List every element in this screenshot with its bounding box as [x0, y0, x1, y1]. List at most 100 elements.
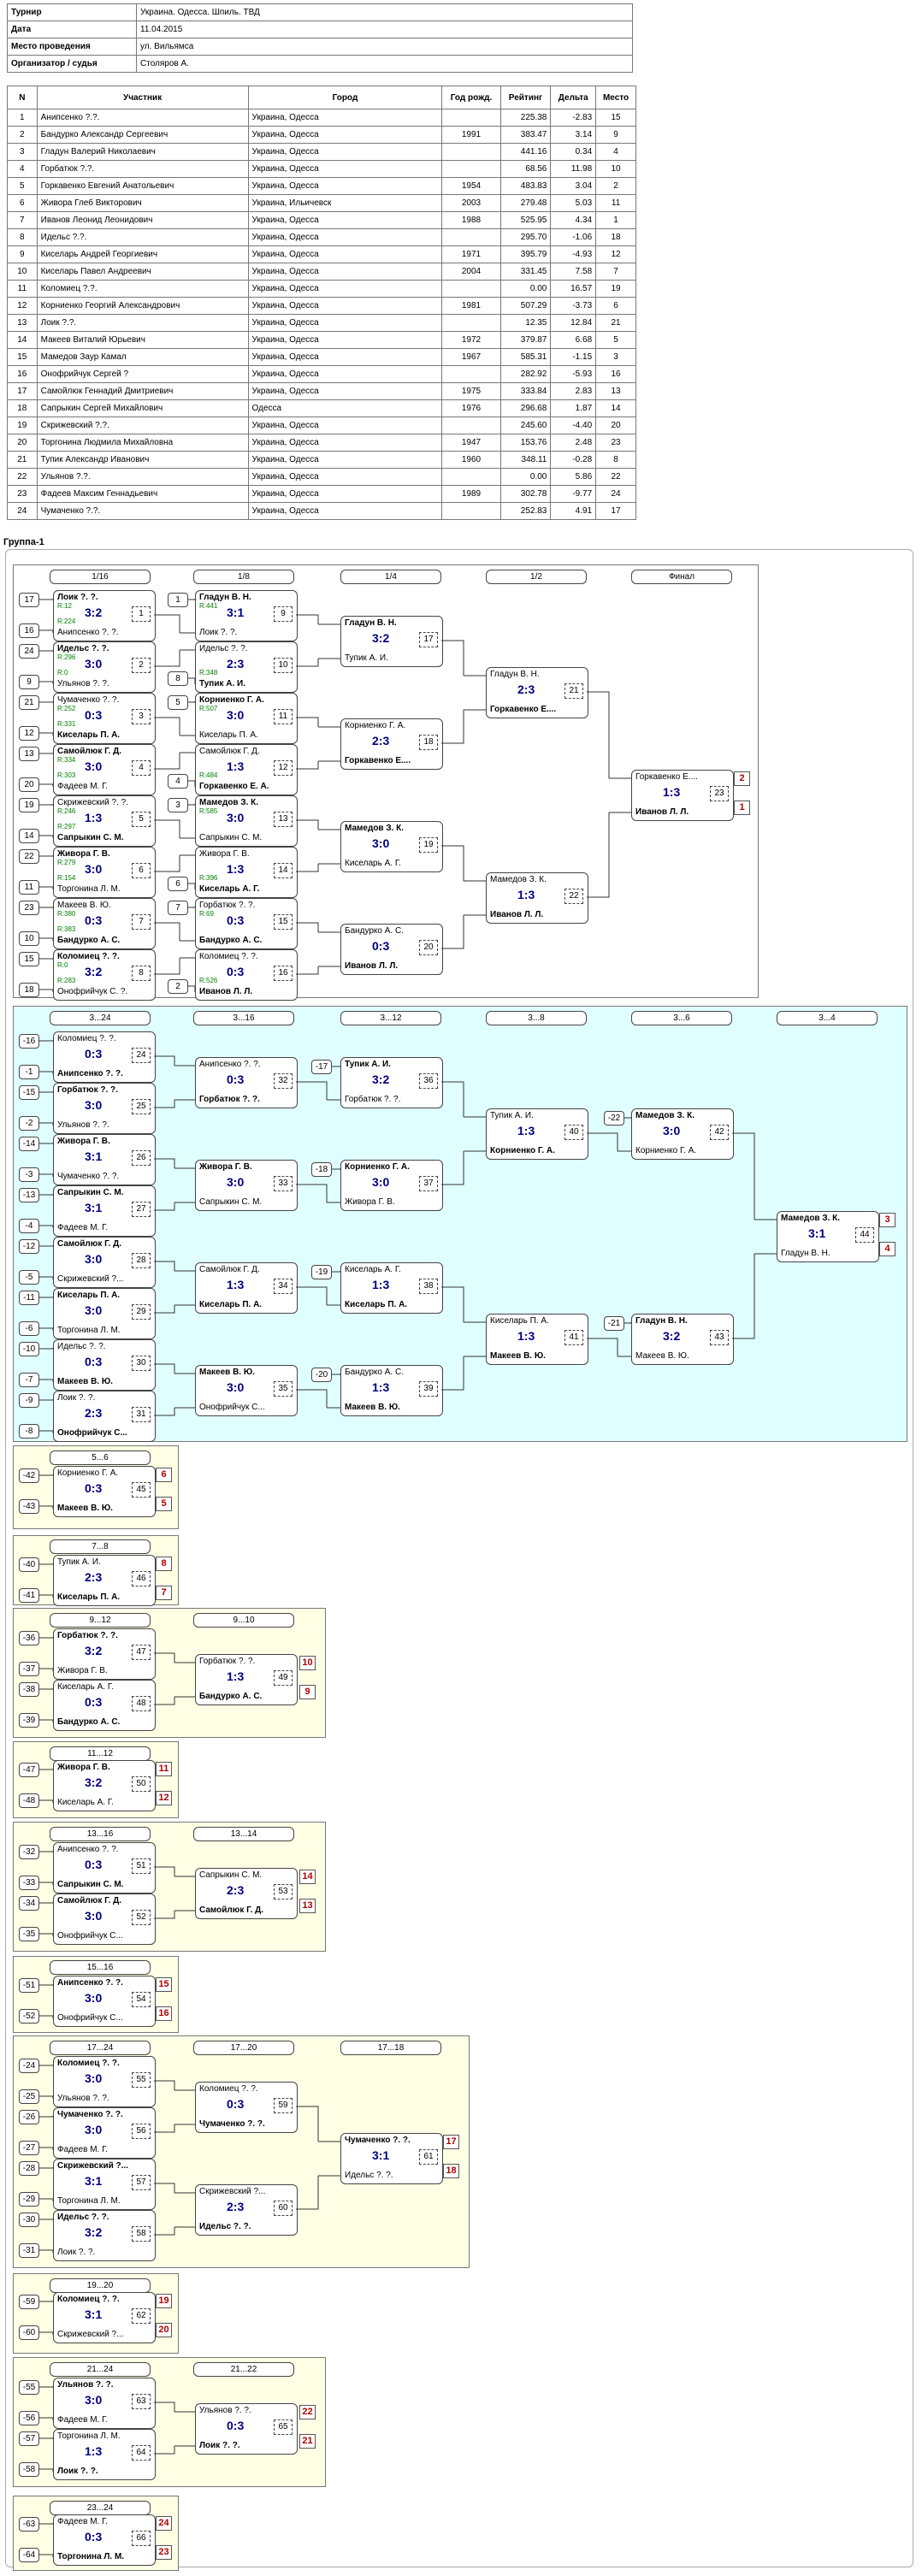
- info-value: Украина. Одесса. Шпиль. ТВД: [136, 3, 633, 21]
- player-cell: 282.92: [499, 365, 552, 383]
- match-player2: Киселарь П. А.: [57, 730, 121, 740]
- match-player1: Киселарь А. Г.: [345, 1265, 401, 1274]
- column-header: Дельта: [550, 86, 597, 109]
- match-player2: Иванов Л. Л.: [635, 807, 689, 817]
- player-cell: Украина, Одесса: [247, 211, 443, 229]
- match-number: 36: [419, 1073, 438, 1089]
- place-badge: 1: [734, 801, 750, 815]
- match-score: 3:2: [85, 1775, 103, 1789]
- match-score: 3:1: [372, 2148, 390, 2162]
- player-cell: 525.95: [499, 211, 552, 229]
- match-player1: Идельс ?. ?.: [57, 1342, 106, 1351]
- match-player2: Сапрыкин С. М.: [199, 1197, 263, 1207]
- player-cell: 1967: [441, 348, 501, 366]
- match-score: 1:3: [227, 1278, 245, 1291]
- seed-box: -9: [19, 1393, 39, 1408]
- seed-box: -38: [19, 1682, 39, 1697]
- match-player1: Анипсенко ?. ?.: [57, 1845, 119, 1854]
- match-player2: Ульянов ?. ?.: [57, 2094, 109, 2103]
- seed-box: -12: [19, 1239, 39, 1254]
- match-player2: Корниенко Г. А.: [635, 1146, 697, 1155]
- match-player2: Гладун В. Н.: [781, 1249, 830, 1258]
- round-label: 3...6: [631, 1011, 732, 1025]
- match-player1: Живора Г. В.: [57, 1137, 110, 1146]
- match-number: 32: [274, 1073, 293, 1089]
- place-badge: 2: [734, 771, 750, 786]
- match-score: 3:1: [85, 2307, 103, 2321]
- player-cell: Горкавенко Евгений Анатольевич: [36, 177, 249, 195]
- match-player1: Коломиец ?. ?.: [57, 2059, 120, 2068]
- match-number: 58: [132, 2226, 151, 2242]
- match-number: 38: [419, 1279, 438, 1294]
- match-player2: Иванов Л. Л.: [490, 910, 544, 919]
- match-score: 0:3: [227, 965, 245, 978]
- player-cell: 507.29: [499, 297, 552, 315]
- rating-label: R:0: [57, 961, 68, 969]
- match-number: 54: [132, 1992, 151, 2007]
- rating-label: R:283: [57, 977, 76, 984]
- player-cell: 2.48: [550, 434, 597, 452]
- player-cell: Сапрыкин Сергей Михайлович: [36, 399, 249, 417]
- player-cell: 24: [7, 502, 38, 520]
- match-score: 3:0: [85, 1303, 103, 1317]
- player-cell: Торгонина Людмила Михайловна: [36, 434, 249, 452]
- seed-box: -56: [19, 2411, 39, 2425]
- match-player1: Ульянов ?. ?.: [199, 2406, 251, 2415]
- match-number: 22: [564, 889, 583, 904]
- player-cell: Скрижевский ?.?.: [36, 417, 249, 434]
- rating-label: R:383: [57, 925, 76, 933]
- info-key: Организатор / судья: [7, 55, 137, 73]
- match-player2: Ульянов ?. ?.: [57, 679, 109, 688]
- match-player2: Анипсенко ?. ?.: [57, 1069, 123, 1078]
- match-player2: Лоик ?. ?.: [199, 628, 238, 637]
- match-number: 23: [710, 786, 729, 801]
- match-number: 42: [710, 1125, 729, 1140]
- match-number: 55: [132, 2072, 151, 2088]
- match-number: 26: [132, 1150, 151, 1166]
- match-player2: Фадеев М. Г.: [57, 2415, 109, 2425]
- player-cell: Гладун Валерий Николаевич: [36, 143, 249, 161]
- match-score: 3:2: [372, 1072, 390, 1086]
- match-score: 1:3: [227, 862, 245, 876]
- match-score: 0:3: [227, 2097, 245, 2111]
- player-cell: 4.91: [550, 502, 597, 520]
- player-cell: Киселарь Андрей Георгиевич: [36, 245, 249, 263]
- match-player1: Горбатюк ?. ?.: [57, 1085, 118, 1095]
- rating-label: R:484: [199, 771, 218, 779]
- player-cell: 245.60: [499, 417, 552, 434]
- rating-label: R:396: [199, 874, 218, 882]
- player-cell: Украина, Одесса: [247, 331, 443, 349]
- match-number: 9: [274, 606, 293, 622]
- round-label: 3...24: [50, 1011, 151, 1025]
- match-number: 56: [132, 2124, 151, 2139]
- match-score: 3:2: [372, 631, 390, 645]
- match-number: 8: [132, 966, 151, 981]
- player-cell: -0.28: [550, 451, 597, 469]
- match-player2: Онофрийчук С...: [199, 1403, 265, 1412]
- match-player1: Лоик ?. ?.: [57, 593, 98, 602]
- player-cell: 5.03: [550, 194, 597, 212]
- player-cell: Самойлюк Геннадий Дмитриевич: [36, 382, 249, 400]
- player-cell: 22: [7, 468, 38, 486]
- match-score: 0:3: [227, 1072, 245, 1086]
- match-player2: Сапрыкин С. М.: [57, 1880, 124, 1889]
- player-cell: 1988: [441, 211, 501, 229]
- match-score: 2:3: [227, 2200, 245, 2213]
- round-label: 1/4: [340, 570, 441, 584]
- round-label: 13...16: [50, 1827, 151, 1841]
- match-player2: Киселарь А. Г.: [345, 859, 401, 868]
- place-badge: 24: [156, 2516, 172, 2531]
- seed-box: 22: [19, 849, 39, 864]
- player-cell: Украина, Одесса: [247, 126, 443, 144]
